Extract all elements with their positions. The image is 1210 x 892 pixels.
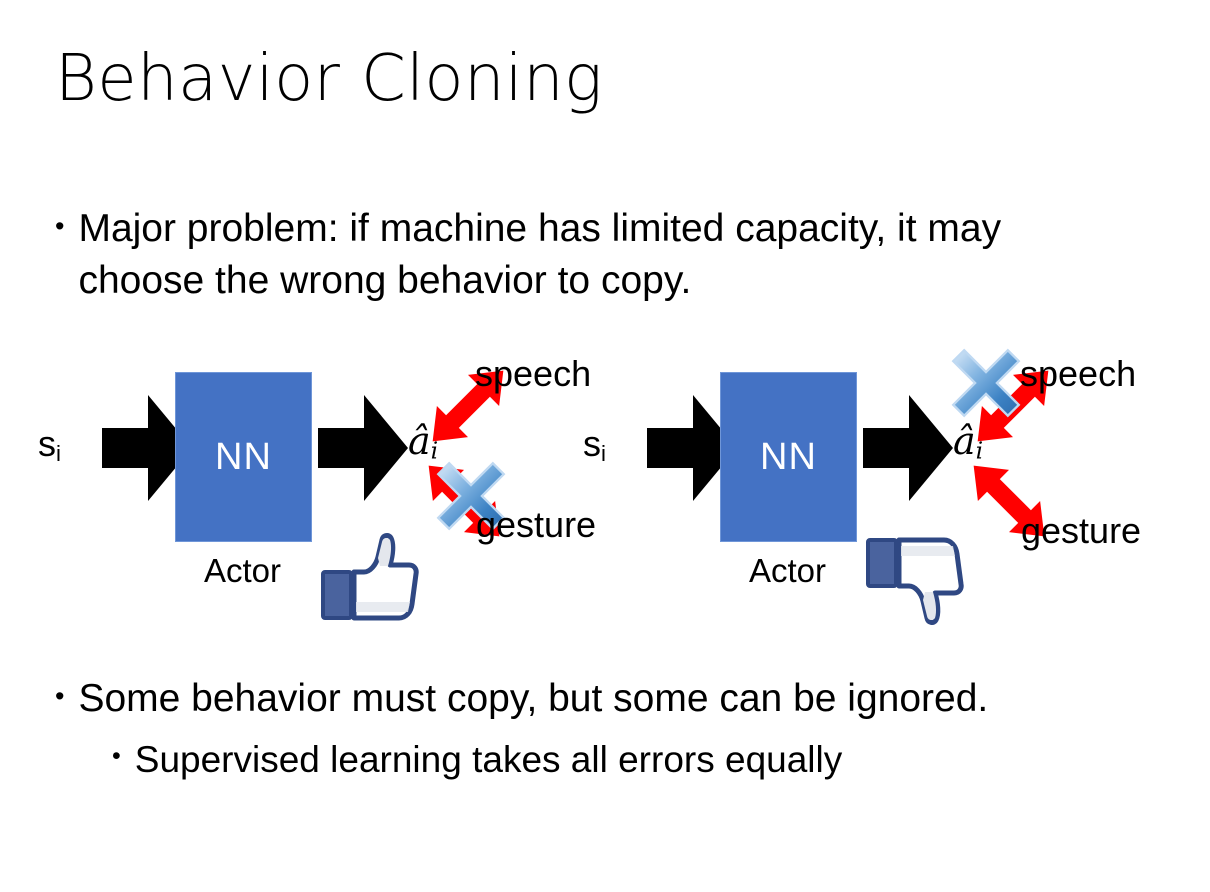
output-action-label-right: âi: [953, 419, 984, 465]
input-state-label-right: si: [583, 423, 606, 466]
arrow-out-right: [863, 393, 953, 503]
branch-label-speech-left: speech: [475, 353, 592, 394]
diagram-right: si NN Actor âi: [565, 340, 1185, 640]
branch-label-gesture-right: gesture: [1021, 510, 1142, 551]
bullet-text: Major problem: if machine has limited ca…: [78, 207, 1002, 302]
bullet-supervised-learning: • Supervised learning takes all errors e…: [112, 735, 1172, 784]
branch-label-gesture-left: gesture: [476, 504, 597, 545]
bullet-marker: •: [112, 742, 121, 770]
actor-caption-left: Actor: [203, 552, 282, 589]
branch-label-speech-right: speech: [1020, 353, 1137, 394]
branch-arrow-speech-left: [412, 350, 524, 462]
arrow-out-left: [318, 393, 408, 503]
arrow-in-left: [102, 393, 192, 503]
branch-arrow-gesture-right: [953, 445, 1065, 557]
bullet-text: Some behavior must copy, but some can be…: [78, 677, 989, 720]
nn-box-right: NN: [720, 372, 857, 542]
thumbs-down-icon: [865, 530, 965, 626]
input-subscript: i: [601, 440, 606, 466]
page-title: Behavior Cloning: [55, 42, 603, 116]
output-subscript: i: [975, 436, 984, 465]
actor-caption-right: Actor: [748, 552, 827, 589]
input-state-label-left: si: [38, 423, 61, 466]
diagram-left: si NN Actor âi: [20, 340, 620, 640]
arrow-in-right: [647, 393, 737, 503]
bullet-major-problem: • Major problem: if machine has limited …: [55, 203, 1135, 307]
nn-box-label: NN: [760, 435, 817, 478]
nn-box-label: NN: [215, 435, 272, 478]
output-action-label-left: âi: [408, 419, 439, 465]
blue-x-icon-right: [947, 344, 1025, 422]
bullet-text: Supervised learning takes all errors equ…: [134, 739, 843, 780]
thumbs-up-icon: [320, 532, 420, 628]
bullet-marker: •: [55, 211, 65, 241]
output-subscript: i: [430, 436, 439, 465]
bullet-some-behavior: • Some behavior must copy, but some can …: [55, 673, 1165, 725]
input-subscript: i: [56, 440, 61, 466]
blue-x-icon-left: [432, 457, 510, 535]
nn-box-left: NN: [175, 372, 312, 542]
bullet-marker: •: [55, 681, 65, 711]
